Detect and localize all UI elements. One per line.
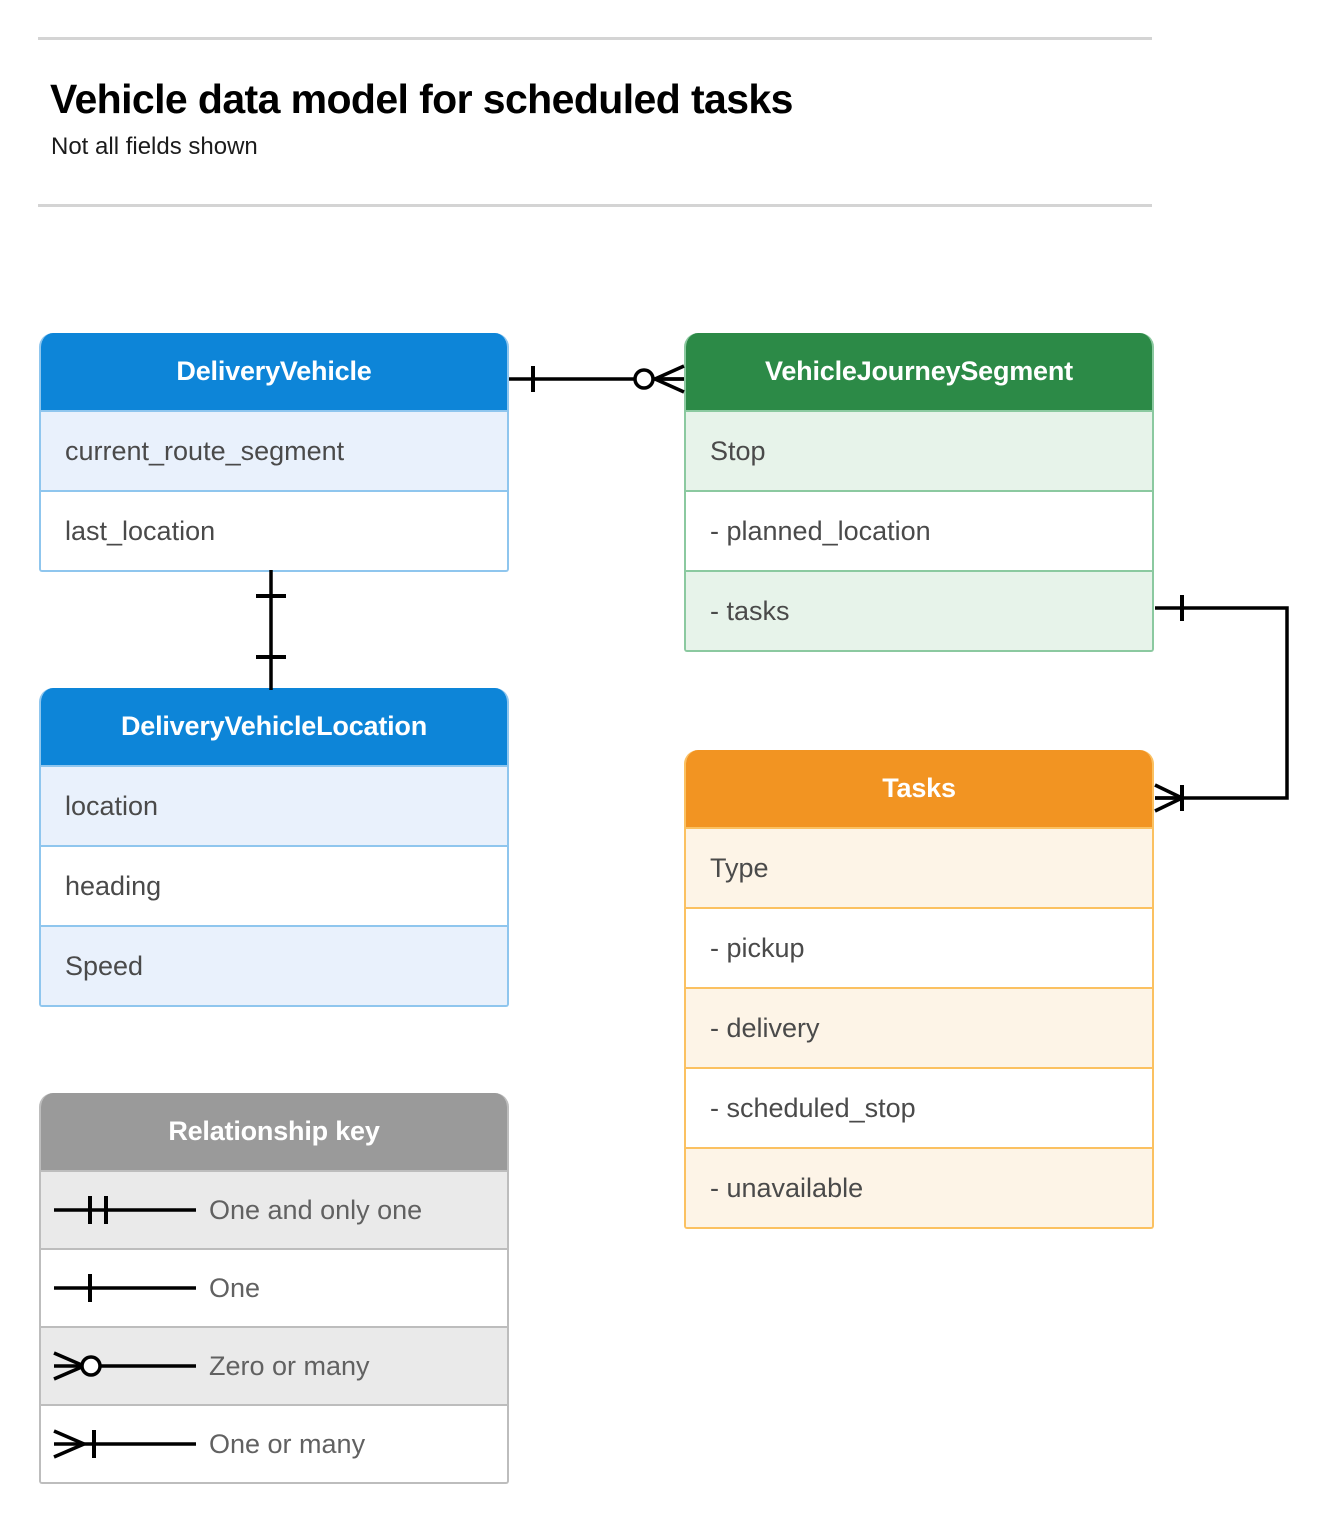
legend-label: One or many <box>209 1428 366 1459</box>
entity-header-delivery-vehicle-location: DeliveryVehicleLocation <box>41 688 507 765</box>
entity-delivery-vehicle-location[interactable]: DeliveryVehicleLocation location heading… <box>39 688 509 1007</box>
entity-header-vehicle-journey-segment: VehicleJourneySegment <box>686 333 1152 410</box>
entity-field-row: location <box>41 765 507 845</box>
entity-field-row: heading <box>41 845 507 925</box>
legend-label: One <box>209 1272 261 1303</box>
zero-or-many-icon <box>41 1327 209 1405</box>
entity-vehicle-journey-segment[interactable]: VehicleJourneySegment Stop - planned_loc… <box>684 333 1154 652</box>
entity-tasks[interactable]: Tasks Type - pickup - delivery - schedul… <box>684 750 1154 1229</box>
entity-field-row: - unavailable <box>686 1147 1152 1227</box>
connector-vehicle-to-location <box>256 570 286 690</box>
entity-field-row: - pickup <box>686 907 1152 987</box>
connector-journey-segment-tasks-to-tasks <box>1154 595 1289 813</box>
relationship-key-panel[interactable]: Relationship key One and only one One <box>39 1093 509 1484</box>
page-subtitle: Not all fields shown <box>51 133 258 160</box>
entity-field-row: - tasks <box>686 570 1152 650</box>
legend-row-zero-or-many: Zero or many <box>41 1326 507 1404</box>
one-and-only-one-icon <box>41 1171 209 1249</box>
entity-header-delivery-vehicle: DeliveryVehicle <box>41 333 507 410</box>
entity-field-row: current_route_segment <box>41 410 507 490</box>
header-rule-top <box>38 37 1152 40</box>
entity-field-row: Speed <box>41 925 507 1005</box>
entity-field-row: Stop <box>686 410 1152 490</box>
entity-header-tasks: Tasks <box>686 750 1152 827</box>
entity-field-row: Type <box>686 827 1152 907</box>
entity-field-row: - scheduled_stop <box>686 1067 1152 1147</box>
entity-delivery-vehicle[interactable]: DeliveryVehicle current_route_segment la… <box>39 333 509 572</box>
legend-label: One and only one <box>209 1194 423 1225</box>
relationship-key-title: Relationship key <box>41 1093 507 1170</box>
entity-field-row: - delivery <box>686 987 1152 1067</box>
legend-row-one-and-only-one: One and only one <box>41 1170 507 1248</box>
one-icon <box>41 1249 209 1327</box>
page-title: Vehicle data model for scheduled tasks <box>50 76 793 122</box>
header-rule-bottom <box>38 204 1152 207</box>
connector-vehicle-to-journey-segment <box>509 364 685 394</box>
one-or-many-icon <box>41 1405 209 1482</box>
legend-row-one-or-many: One or many <box>41 1404 507 1482</box>
entity-field-row: last_location <box>41 490 507 570</box>
legend-label: Zero or many <box>209 1350 370 1381</box>
entity-field-row: - planned_location <box>686 490 1152 570</box>
legend-row-one: One <box>41 1248 507 1326</box>
